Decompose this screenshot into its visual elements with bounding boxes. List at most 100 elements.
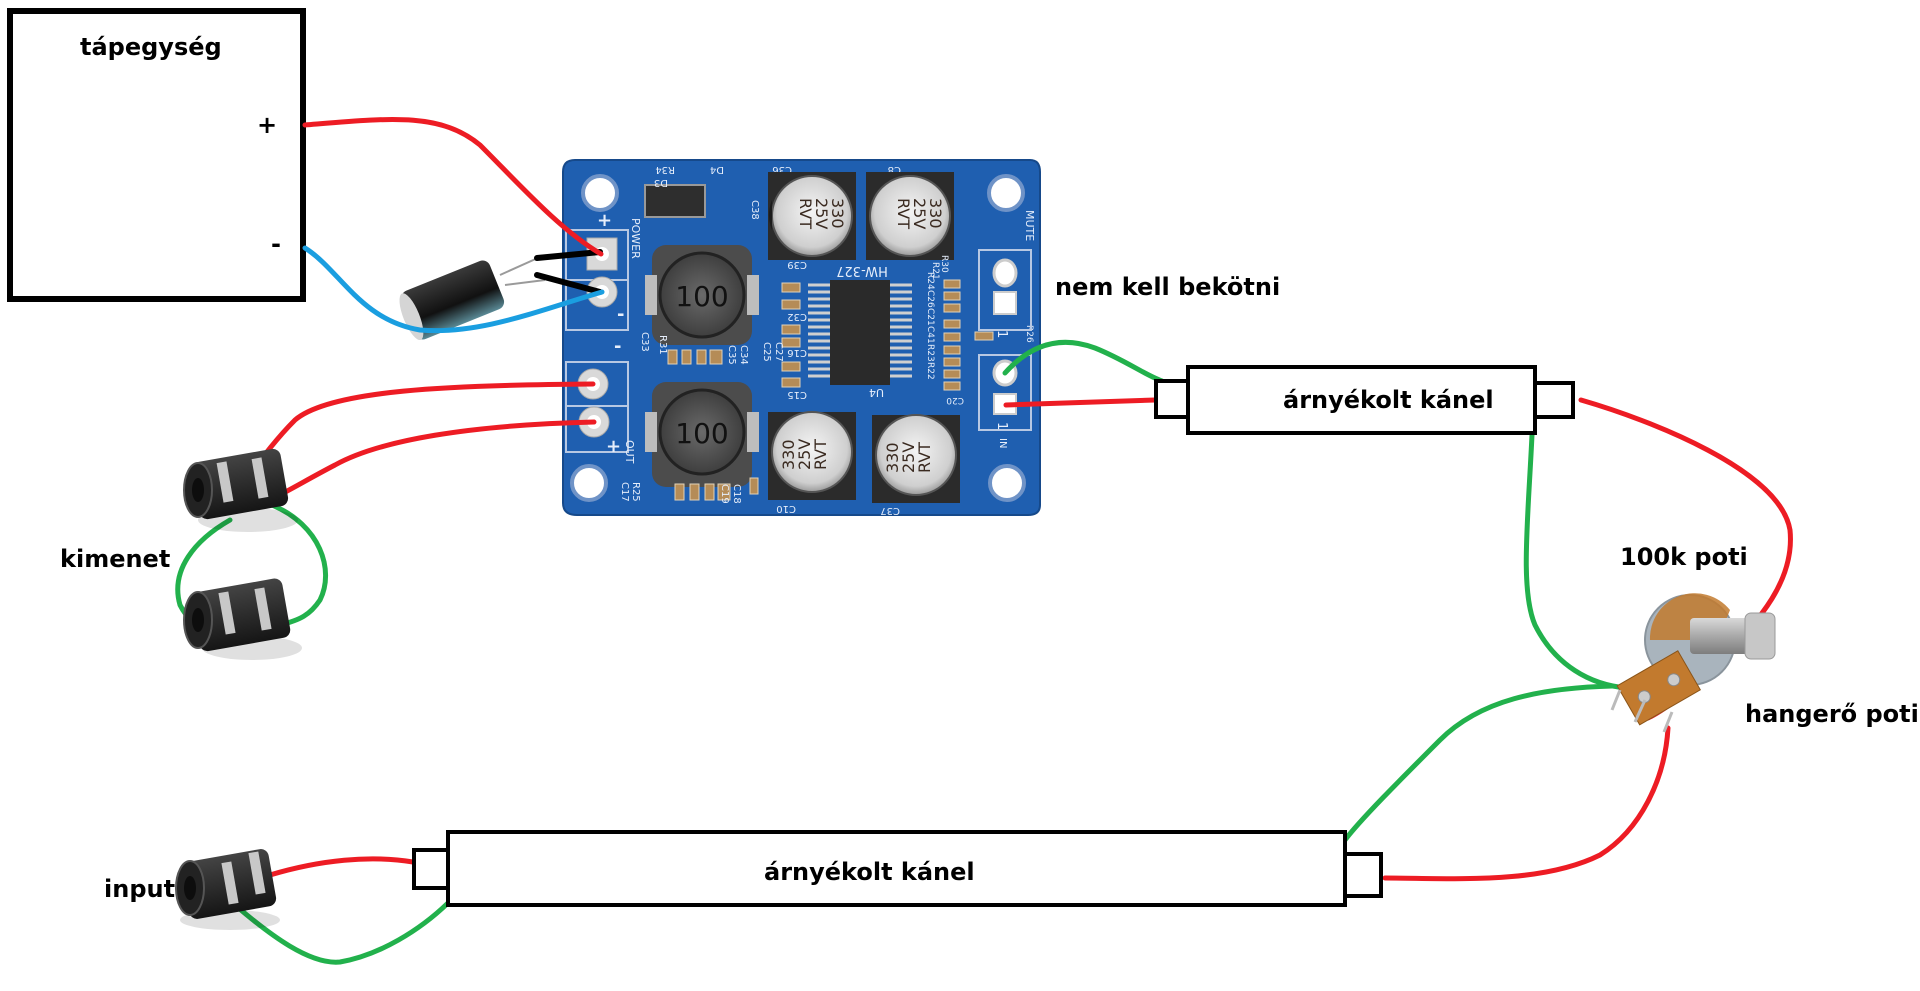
output-label: kimenet bbox=[60, 545, 170, 573]
capacitor-voltage: 25V bbox=[910, 198, 929, 229]
part-label: C20 bbox=[946, 395, 964, 405]
wire-output-ground-2 bbox=[269, 502, 329, 628]
part-label: C18 bbox=[731, 484, 742, 504]
inductor-label: 100 bbox=[675, 280, 728, 313]
part-label: C32 bbox=[787, 311, 807, 322]
part-label: C34 bbox=[738, 345, 749, 365]
wire-power-positive bbox=[302, 117, 604, 257]
board-model-silk: HW-327 bbox=[836, 263, 888, 278]
cable-plug-right bbox=[1533, 381, 1575, 419]
wire-pot-to-cable-ground bbox=[1342, 683, 1615, 843]
capacitor-c10: 330 25V RVT bbox=[768, 411, 856, 500]
shielded-cable-top: árnyékolt kánel bbox=[1154, 365, 1575, 435]
not-connected-label: nem kell bekötni bbox=[1055, 273, 1280, 301]
capacitor-value: 330 bbox=[779, 439, 798, 470]
amplifier-board: + - POWER - + OUT R34 D4 C36 C8 D3 C38 bbox=[562, 159, 1041, 516]
resistor-array bbox=[943, 279, 994, 391]
shielded-cable-top-label: árnyékolt kánel bbox=[1283, 386, 1494, 414]
power-supply-label: tápegység bbox=[80, 33, 222, 61]
part-label: C41 bbox=[925, 326, 935, 344]
cable-plug-left bbox=[412, 848, 450, 890]
capacitor-value: 330 bbox=[883, 442, 902, 473]
part-label: C35 bbox=[726, 345, 737, 365]
wire-output-2 bbox=[267, 419, 597, 503]
pot-pin-3 bbox=[1662, 711, 1674, 733]
cable-body bbox=[1186, 365, 1537, 435]
shielded-cable-bottom-label: árnyékolt kánel bbox=[764, 858, 975, 886]
in-pin1-silk: 1 bbox=[994, 422, 1009, 430]
capacitor-lead-negative bbox=[534, 272, 603, 295]
mounting-hole bbox=[570, 464, 608, 502]
capacitor-lead-positive bbox=[534, 249, 603, 261]
mute-silk: MUTE bbox=[1023, 210, 1036, 241]
part-label: C36 bbox=[772, 164, 792, 175]
input-jack bbox=[175, 849, 280, 930]
part-label: C21 bbox=[925, 308, 935, 326]
wire-input-jack-hot bbox=[267, 856, 416, 878]
part-label: R30 bbox=[939, 255, 949, 273]
capacitor-voltage: 25V bbox=[899, 442, 918, 473]
shielded-cable-bottom: árnyékolt kánel bbox=[412, 830, 1383, 907]
in-silk: IN bbox=[997, 438, 1008, 448]
part-label: C25 bbox=[761, 342, 772, 362]
power-supply-box bbox=[7, 8, 306, 302]
pot-function-label: hangerő poti bbox=[1745, 700, 1919, 728]
power-supply-plus-label: + bbox=[257, 111, 277, 139]
mounting-hole bbox=[988, 464, 1026, 502]
capacitor-c37: 330 25V RVT bbox=[872, 414, 960, 503]
part-label: D3 bbox=[654, 177, 668, 188]
part-label: C17 bbox=[619, 482, 630, 502]
mute-pin1-silk: 1 bbox=[994, 330, 1009, 338]
output-jack-2 bbox=[183, 578, 302, 660]
out-minus-silk: - bbox=[614, 336, 621, 357]
part-label: C15 bbox=[787, 389, 807, 400]
out-silk: OUT bbox=[623, 440, 636, 464]
part-label: R31 bbox=[657, 335, 668, 355]
capacitor-voltage: 25V bbox=[812, 198, 831, 229]
part-label: D4 bbox=[710, 164, 724, 175]
diode-d3 bbox=[644, 184, 706, 218]
capacitor-series: RVT bbox=[811, 439, 830, 470]
part-label: C26 bbox=[925, 290, 935, 308]
input-label: input bbox=[104, 875, 175, 903]
capacitor-value: 330 bbox=[926, 198, 945, 229]
power-supply: tápegység + - bbox=[7, 8, 306, 302]
wire-cable-ground-to-pot bbox=[1523, 432, 1630, 691]
part-label: C8 bbox=[888, 164, 901, 175]
mounting-hole bbox=[581, 174, 619, 212]
part-label: C16 bbox=[787, 347, 807, 358]
part-label: C27 bbox=[773, 342, 784, 362]
part-label: R21 bbox=[930, 262, 940, 280]
out-plus-silk: + bbox=[606, 436, 621, 457]
cable-plug-right bbox=[1343, 852, 1383, 898]
volume-potentiometer bbox=[1610, 593, 1776, 733]
amplifier-chip-u4: HW-327 U4 bbox=[808, 263, 912, 399]
part-label: R22 bbox=[925, 362, 935, 380]
wire-input-signal-board bbox=[1002, 339, 1165, 384]
wire-power-negative bbox=[302, 245, 605, 334]
part-label: R34 bbox=[655, 164, 675, 175]
chip-silk: U4 bbox=[869, 386, 884, 399]
capacitor-series: RVT bbox=[894, 198, 913, 229]
power-silk: POWER bbox=[629, 218, 642, 259]
part-label: C39 bbox=[787, 259, 807, 270]
capacitor-c8: 330 25V RVT bbox=[866, 172, 954, 260]
inductor-top: 100 bbox=[645, 245, 759, 345]
part-label: C33 bbox=[639, 332, 650, 352]
wire-input-jack-ground bbox=[232, 900, 451, 965]
inductor-bottom: 100 bbox=[645, 382, 759, 487]
power-plus-silk: + bbox=[597, 210, 612, 231]
capacitor-value: 330 bbox=[828, 198, 847, 229]
part-label: C38 bbox=[749, 200, 760, 220]
mounting-hole bbox=[987, 174, 1025, 212]
power-supply-minus-label: - bbox=[271, 230, 281, 258]
mute-header: MUTE 1 bbox=[978, 210, 1036, 338]
capacitor-voltage: 25V bbox=[795, 439, 814, 470]
part-label: R23 bbox=[925, 344, 935, 362]
capacitor-series: RVT bbox=[796, 198, 815, 229]
part-label: C37 bbox=[880, 505, 900, 516]
power-minus-silk: - bbox=[617, 304, 624, 325]
pot-value-label: 100k poti bbox=[1620, 543, 1748, 571]
wire-pot-to-cable-hot bbox=[1382, 725, 1671, 882]
